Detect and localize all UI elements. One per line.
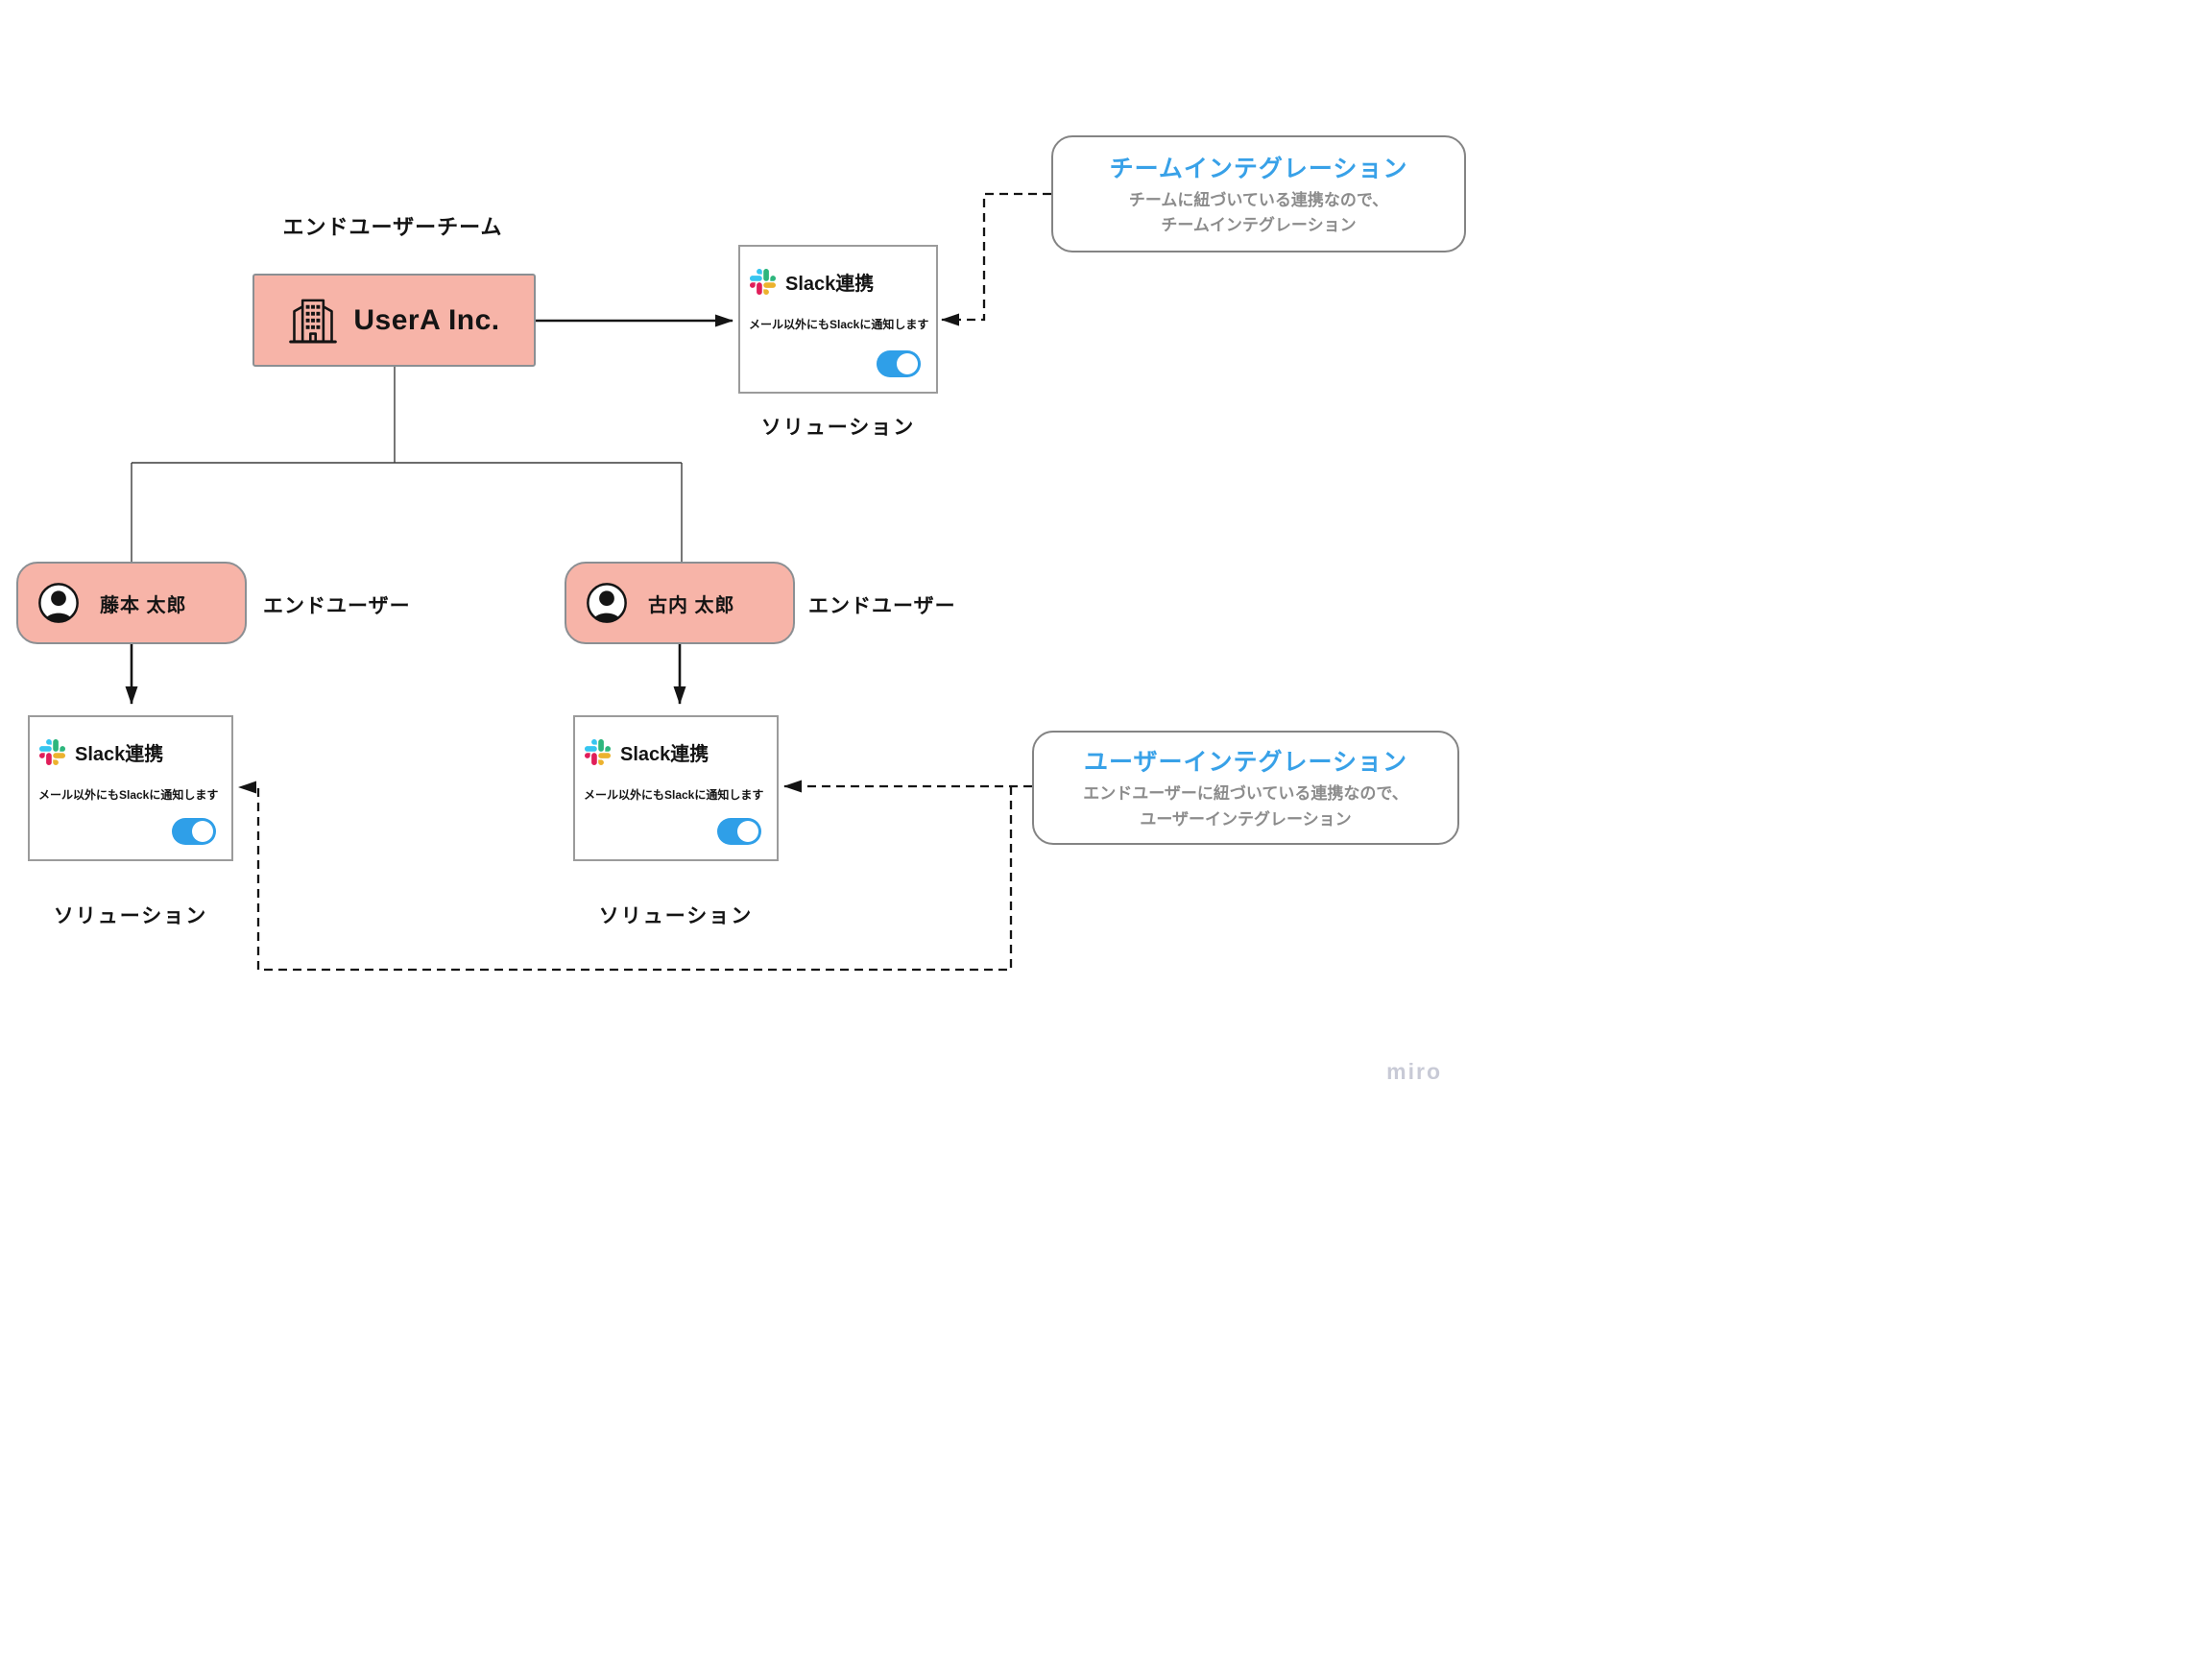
user-node-1: 藤本 太郎 <box>16 562 247 644</box>
company-name: UserA Inc. <box>353 303 500 336</box>
user-name: 古内 太郎 <box>648 594 735 616</box>
person-icon <box>585 581 629 625</box>
team-integration-title: チームインテグレーション <box>1109 155 1408 182</box>
dashed-team-integration-link <box>941 192 1051 326</box>
slack-card-user2: Slack連携 メール以外にもSlackに通知します <box>573 715 779 861</box>
notification-toggle[interactable] <box>717 818 761 845</box>
slack-card-title: Slack連携 <box>620 744 709 765</box>
building-icon <box>288 297 338 345</box>
slack-logo-icon <box>585 739 611 765</box>
person-icon <box>36 581 81 625</box>
miro-watermark: miro <box>1386 1059 1442 1084</box>
user-name: 藤本 太郎 <box>100 594 187 616</box>
slack-card-description: メール以外にもSlackに通知します <box>38 788 219 802</box>
slack-card-description: メール以外にもSlackに通知します <box>749 318 929 331</box>
solution-label-team: ソリューション <box>760 417 916 439</box>
company-node: UserA Inc. <box>252 274 536 367</box>
user-integration-callout: ユーザーインテグレーション エンドユーザーに紐づいている連携なので、 ユーザーイ… <box>1032 731 1459 845</box>
toggle-knob <box>897 353 918 374</box>
toggle-knob <box>192 821 213 842</box>
toggle-knob <box>737 821 758 842</box>
slack-card-title: Slack連携 <box>75 744 164 765</box>
solution-label-user2: ソリューション <box>598 905 754 927</box>
notification-toggle[interactable] <box>877 350 921 377</box>
diagram-canvas: エンドユーザーチーム UserA Inc. <box>0 0 1475 1106</box>
slack-card-title: Slack連携 <box>785 274 875 295</box>
solution-label-user1: ソリューション <box>53 905 208 927</box>
end-user-team-label: エンドユーザーチーム <box>282 215 503 239</box>
team-integration-body: チームに紐づいている連携なので、 チームインテグレーション <box>1128 190 1389 234</box>
team-integration-callout: チームインテグレーション チームに紐づいている連携なので、 チームインテグレーシ… <box>1051 135 1466 252</box>
slack-logo-icon <box>750 269 776 295</box>
slack-card-user1: Slack連携 メール以外にもSlackに通知します <box>28 715 233 861</box>
user-integration-title: ユーザーインテグレーション <box>1083 749 1407 777</box>
notification-toggle[interactable] <box>172 818 216 845</box>
user-integration-body: エンドユーザーに紐づいている連携なので、 ユーザーインテグレーション <box>1083 784 1408 829</box>
end-user-label-2: エンドユーザー <box>808 595 956 617</box>
org-tree-lines <box>131 367 683 562</box>
end-user-label-1: エンドユーザー <box>263 595 411 617</box>
slack-logo-icon <box>39 739 65 765</box>
user-node-2: 古内 太郎 <box>565 562 795 644</box>
slack-card-description: メール以外にもSlackに通知します <box>584 788 764 802</box>
slack-card-team: Slack連携 メール以外にもSlackに通知します <box>738 245 938 394</box>
